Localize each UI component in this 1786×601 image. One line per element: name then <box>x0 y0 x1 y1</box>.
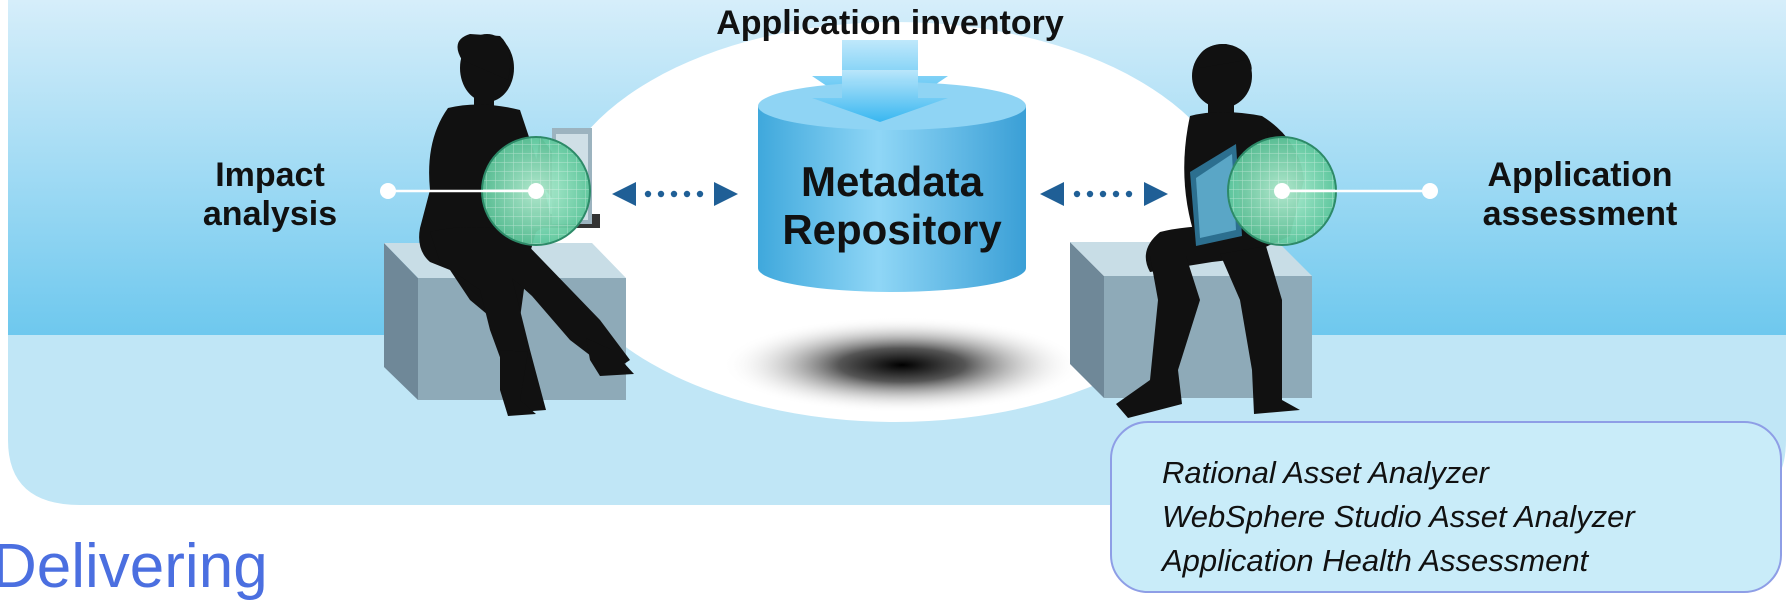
repository-label-line-2: Repository <box>782 206 1002 254</box>
repository-label: Metadata Repository <box>742 158 1042 255</box>
repository-shadow <box>722 317 1082 413</box>
left-connector <box>380 183 544 199</box>
database-cylinder <box>758 70 1026 292</box>
repository-label-line-1: Metadata <box>800 158 984 205</box>
right-double-arrow-icon <box>1040 182 1168 206</box>
tool-item: Rational Asset Analyzer <box>1162 455 1489 490</box>
impact-label-line-1: Impact <box>215 156 325 194</box>
tools-callout: Rational Asset Analyzer WebSphere Studio… <box>1110 421 1782 593</box>
inventory-label: Application inventory <box>716 4 1064 42</box>
footer-heading: Delivering <box>0 532 268 601</box>
tool-item: WebSphere Studio Asset Analyzer <box>1162 499 1635 534</box>
impact-analysis-label: Impact analysis <box>140 156 400 234</box>
assessment-label-line-1: Application <box>1487 156 1673 194</box>
assessment-label-line-2: assessment <box>1482 195 1678 234</box>
left-double-arrow-icon <box>612 182 738 206</box>
tool-item: Application Health Assessment <box>1162 543 1589 578</box>
impact-label-line-2: analysis <box>202 195 338 234</box>
right-connector <box>1274 183 1438 199</box>
application-assessment-label: Application assessment <box>1440 156 1720 234</box>
